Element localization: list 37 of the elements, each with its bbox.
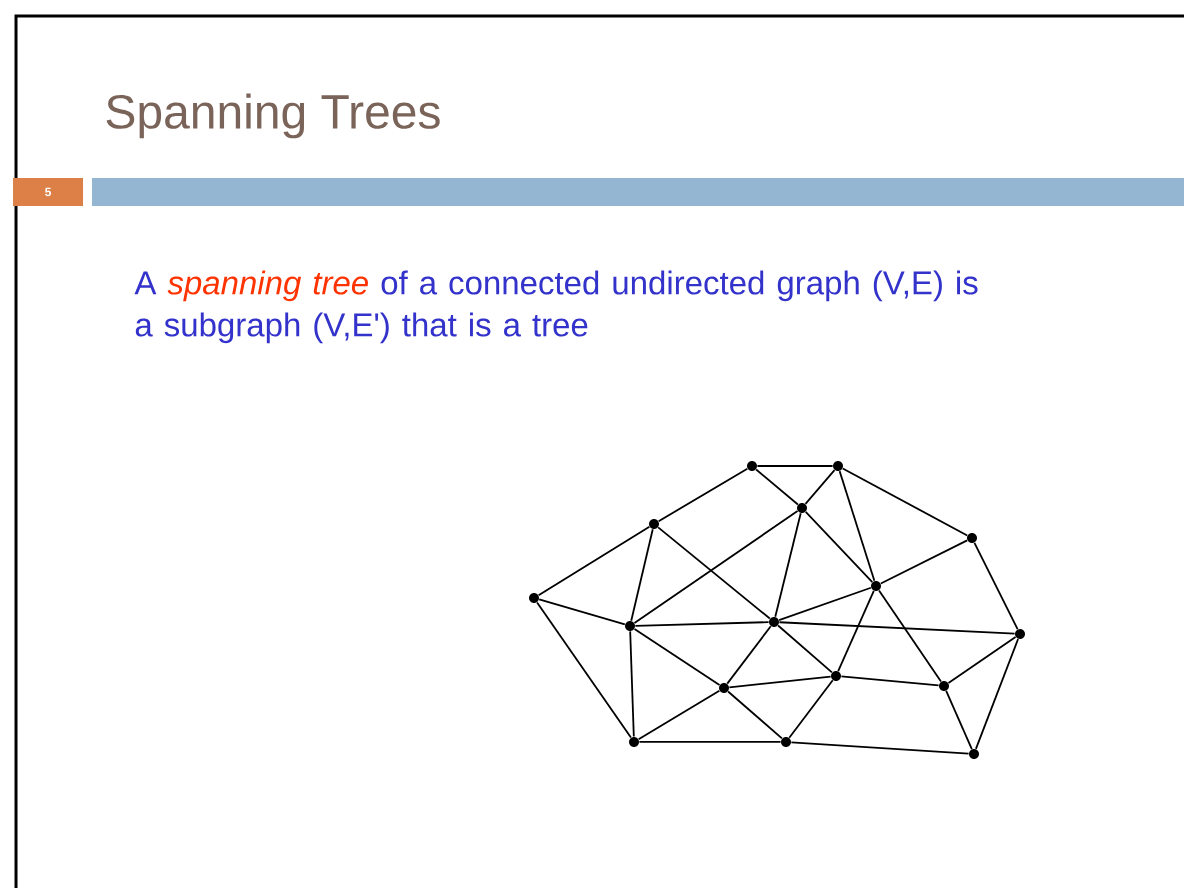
- graph-edge: [790, 741, 970, 755]
- graph-edge: [634, 621, 770, 627]
- graph-edge: [657, 467, 749, 523]
- graph-edge: [726, 625, 772, 685]
- title: Spanning Trees: [106, 93, 440, 139]
- graph-edge: [633, 628, 721, 686]
- graph-edge: [657, 526, 771, 620]
- graph-edge: [727, 690, 783, 740]
- graph-edge: [629, 630, 635, 738]
- graph-edge: [841, 467, 969, 537]
- graph-edge: [536, 601, 632, 739]
- graph-edge: [879, 539, 969, 585]
- graph-edge: [728, 675, 832, 689]
- graph-edge: [778, 586, 872, 622]
- graph-edge: [947, 636, 1017, 684]
- graph-edge: [777, 624, 833, 674]
- graph-edge: [945, 690, 973, 750]
- graph-edge: [837, 590, 875, 672]
- graph-edge: [633, 510, 799, 624]
- graph-edge: [838, 470, 876, 582]
- graph-edge: [630, 528, 654, 622]
- graph-edge: [537, 525, 651, 597]
- graph-edge: [975, 638, 1019, 750]
- graph-edge: [538, 598, 626, 626]
- graph-edge: [973, 541, 1019, 631]
- graph-edge: [840, 675, 940, 687]
- graph-edge: [804, 469, 836, 505]
- graph-edge: [637, 689, 721, 741]
- graph-edge: [804, 511, 874, 583]
- graph-edge: [774, 512, 802, 618]
- graph-edge: [755, 468, 799, 506]
- graph-edge: [638, 741, 782, 743]
- graph-edge: [788, 679, 834, 739]
- graph-edge: [778, 621, 1016, 635]
- graph-edge: [878, 589, 942, 683]
- body-text: A spanning tree of a connected undirected graph (V,E) is a subgraph (V,E') that is a tree: [134, 270, 978, 344]
- graph-edge: [756, 465, 834, 467]
